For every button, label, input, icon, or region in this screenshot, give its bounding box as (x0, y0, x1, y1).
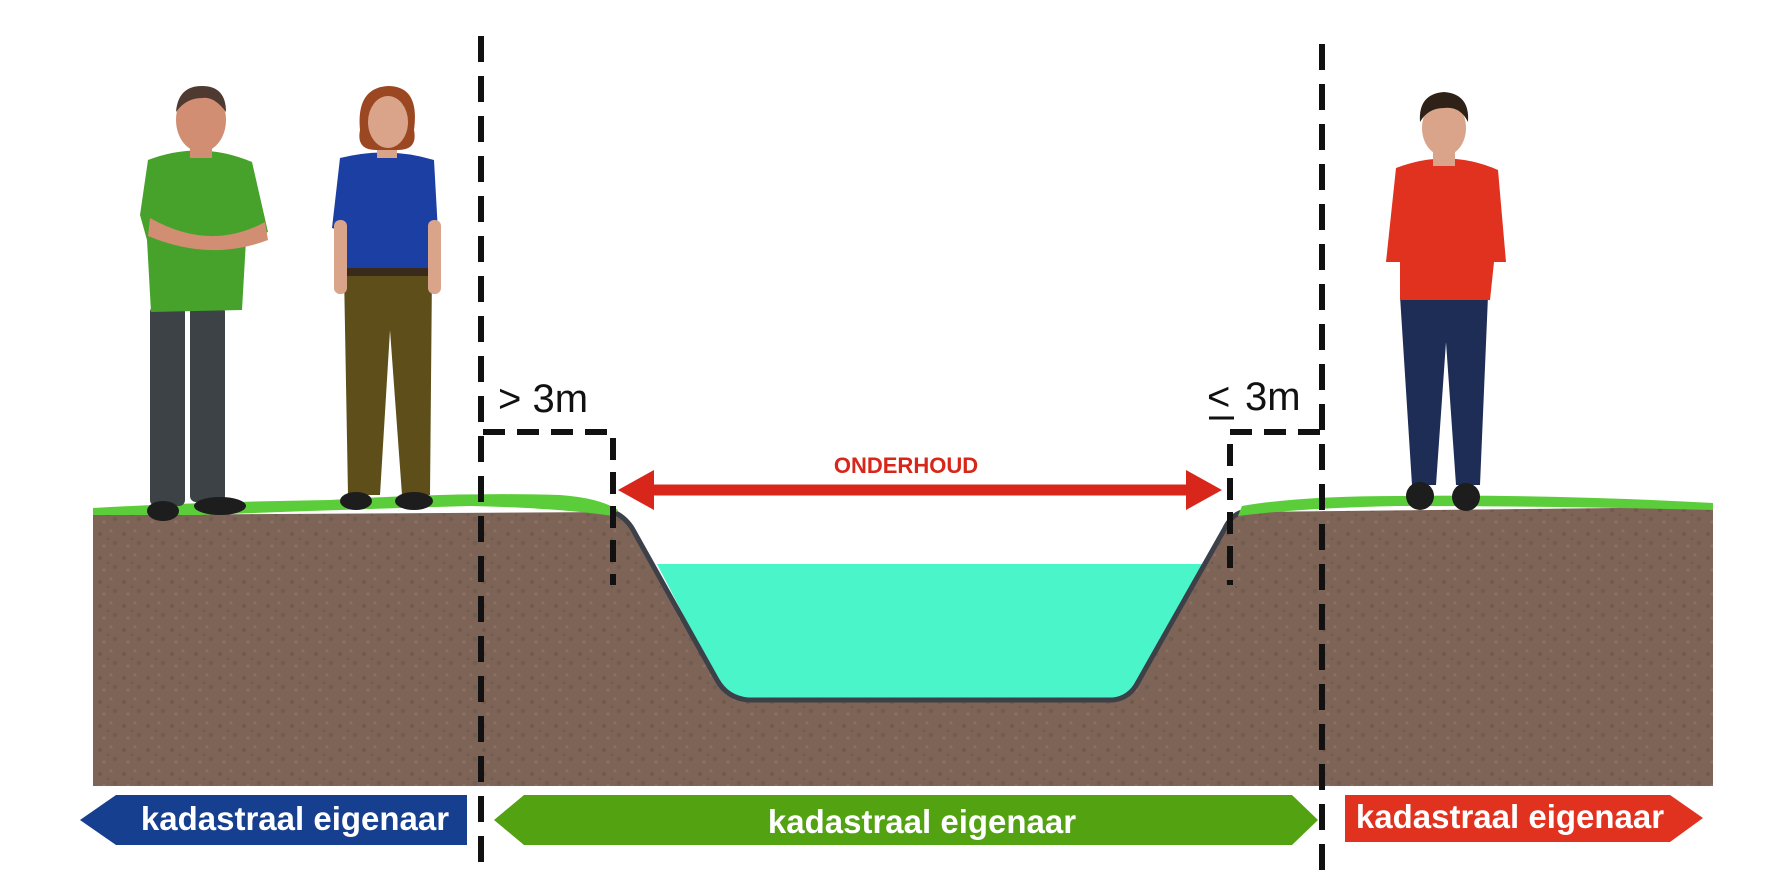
distance-label-left: > 3m (498, 377, 588, 421)
owner-arrow-right (1345, 795, 1703, 842)
distance-bracket-right (1227, 429, 1320, 585)
maintenance-arrow (618, 470, 1222, 510)
distance-bracket-left (483, 429, 616, 585)
man-red-sweater-icon (1386, 92, 1506, 511)
maintenance-label: ONDERHOUD (834, 453, 978, 478)
distance-label-right-symbol: < (1207, 375, 1230, 419)
water-body (657, 564, 1203, 700)
owner-arrow-center (494, 795, 1318, 845)
owner-label-right: kadastraal eigenaar (1356, 798, 1664, 835)
soil-cross-section (93, 507, 1713, 786)
owner-label-left: kadastraal eigenaar (141, 800, 449, 837)
owner-label-center: kadastraal eigenaar (768, 803, 1076, 840)
man-green-shirt-icon (140, 86, 268, 521)
distance-label-right-value: 3m (1245, 375, 1301, 419)
woman-blue-shirt-icon (332, 86, 441, 510)
owner-arrow-left (80, 795, 467, 845)
